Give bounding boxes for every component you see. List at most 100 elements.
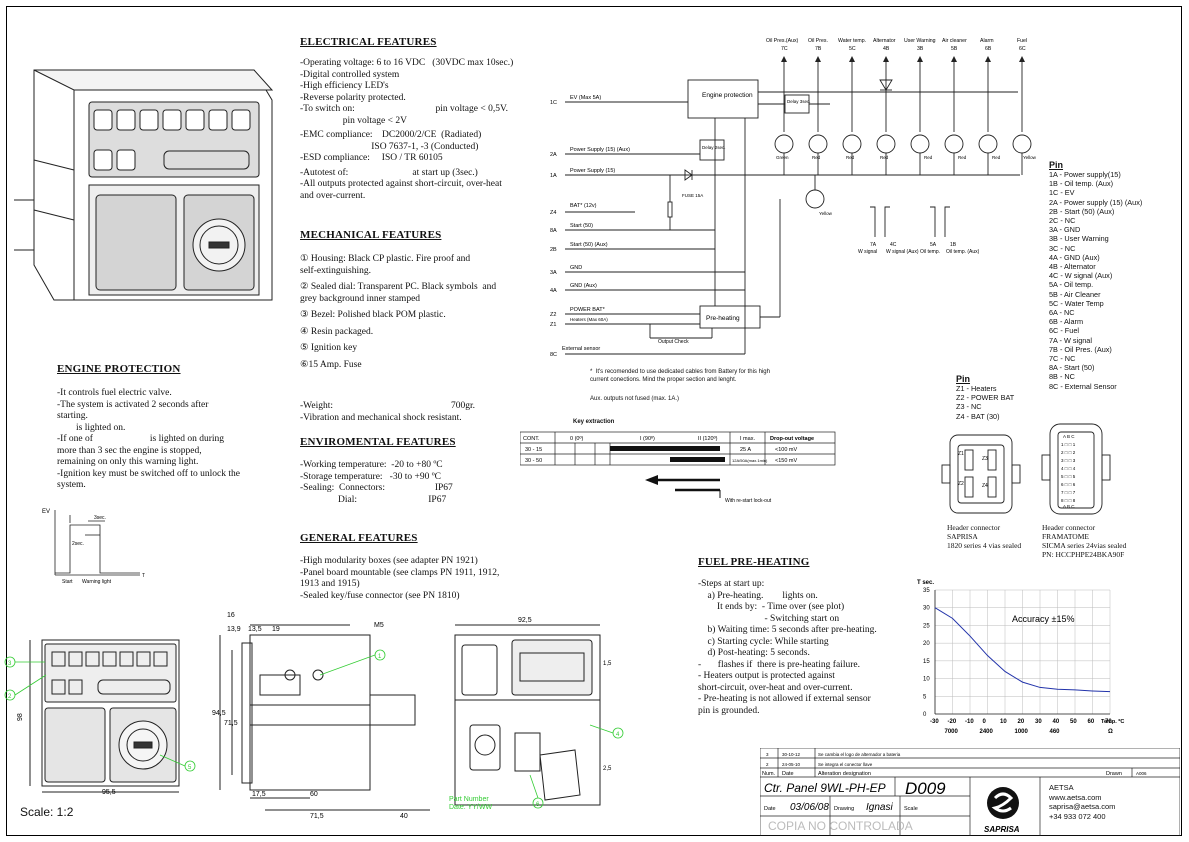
plot-ylabel: T sec. xyxy=(917,580,934,586)
electrical-line: pin voltage < 2V xyxy=(300,115,407,126)
pin-item: 2B - Start (50) (Aux) xyxy=(1049,206,1115,216)
left-pin-label: Power Supply (15) (Aux) xyxy=(570,147,630,153)
lamp-color: Red xyxy=(958,155,967,160)
key-row-imax: 12A/50A(max.1min) xyxy=(732,458,768,463)
top-label: Fuel xyxy=(1017,38,1027,44)
side-dim: 71,5 xyxy=(310,813,324,820)
side-dim: 71,5 xyxy=(224,720,238,727)
z-pin-list: Z1 - Heaters Z2 - POWER BAT Z3 - NC Z4 -… xyxy=(956,384,1014,421)
top-pin: 6C xyxy=(1019,46,1026,52)
saprisa-logo: SAPRISA xyxy=(984,787,1020,834)
svg-text:4: 4 xyxy=(616,732,620,738)
signal-pin: 1B xyxy=(950,242,957,248)
product-name: Ctr. Panel 9WL-PH-EP xyxy=(764,781,886,795)
preheating-line: a) Pre-heating. lights on. xyxy=(698,590,818,601)
plot-xtick: -20 xyxy=(948,719,957,725)
pin-item: 4A - GND (Aux) xyxy=(1049,252,1100,262)
environmental-line: -Sealing: Connectors: IP67 xyxy=(300,483,453,493)
top-label: Oil Pres.(Aux) xyxy=(766,38,799,44)
front-view-drawing: 325 98 95,5 xyxy=(4,639,196,796)
svg-text:3 □ □ 3: 3 □ □ 3 xyxy=(1061,458,1076,463)
z-pin-item: Z4 - BAT (30) xyxy=(956,411,1000,421)
timing-3sec-label: 3sec. xyxy=(94,515,106,521)
environmental-title: ENVIROMENTAL FEATURES xyxy=(300,436,456,448)
environmental-line: Dial: IP67 xyxy=(300,494,447,505)
plot-ohm-tick: 1000 xyxy=(1015,729,1029,735)
key-row-cont: 30 - 15 xyxy=(525,447,542,453)
engine-protection-list: -It controls fuel electric valve. -The s… xyxy=(57,388,240,492)
engine-protection-line: -The system is activated 2 seconds after xyxy=(57,399,209,410)
plot-ohm-tick: 460 xyxy=(1050,729,1061,735)
electrical-line: -Autotest of: at start up (3sec.) xyxy=(300,167,478,178)
preheating-curve xyxy=(934,607,1111,693)
key-header: II (120º) xyxy=(698,435,718,442)
preheating-list: -Steps at start up: a) Pre-heating. ligh… xyxy=(698,579,877,717)
timing-start-label: Start xyxy=(62,579,73,585)
plot-xtick: 40 xyxy=(1053,719,1060,725)
mechanical-line: self-extinguishing. xyxy=(300,265,371,276)
key-row-drop: <100 mV xyxy=(775,447,797,453)
plot-ytick: 5 xyxy=(923,694,927,700)
plot-xtick: 0 xyxy=(983,719,987,725)
preheating-line: -Steps at start up: xyxy=(698,579,765,589)
preheating-line: pin is grounded. xyxy=(698,705,760,716)
plot-xtick: 60 xyxy=(1088,719,1095,725)
key-row-imax: 25 A xyxy=(740,447,751,453)
svg-text:A B C: A B C xyxy=(1063,504,1075,509)
mechanical-line: ② Sealed dial: Transparent PC. Black sym… xyxy=(300,282,497,292)
key-header: I max. xyxy=(740,436,755,442)
preheating-line: It ends by: - Time over (see plot) xyxy=(698,602,845,612)
side-dim: 94,5 xyxy=(212,710,226,717)
back-dim: 92,5 xyxy=(518,617,532,624)
key-header: Drop-out voltage xyxy=(770,436,814,442)
plot-ytick: 20 xyxy=(923,641,930,647)
pin-item: 8B - NC xyxy=(1049,372,1075,382)
key-row-cont: 30 - 50 xyxy=(525,458,542,464)
pin-item: 5B - Air Cleaner xyxy=(1049,289,1101,299)
left-pin: 3A xyxy=(550,270,557,276)
left-pin-label: EV (Max 5A) xyxy=(570,95,601,101)
part-number-label: Part Number Date: YY/WW xyxy=(449,796,493,811)
pin-item: 1B - Oil temp. (Aux) xyxy=(1049,179,1114,189)
pin-item: 7C - NC xyxy=(1049,354,1076,364)
general-features-list: -High modularity boxes (see adapter PN 1… xyxy=(300,556,499,602)
delay-3sec-label: Delay 3sec. xyxy=(787,99,811,104)
mechanical-features-title: MECHANICAL FEATURES xyxy=(300,229,442,241)
plot-ytick: 25 xyxy=(923,623,930,629)
ev-timing-diagram: EV 3sec. 2sec. Start Warning light T xyxy=(42,509,145,585)
plot-ytick: 10 xyxy=(923,677,930,683)
engine-protection-title: ENGINE PROTECTION xyxy=(57,363,181,375)
electrical-features-list: -Operating voltage: 6 to 16 VDC (30VDC m… xyxy=(300,58,513,202)
electrical-line: -Digital controlled system xyxy=(300,69,400,80)
pin-item: 6B - Alarm xyxy=(1049,317,1084,327)
revision-num: 2 xyxy=(766,762,769,767)
signal-pin: 7A xyxy=(870,242,877,248)
drawing-label: Drawing xyxy=(834,806,854,812)
aux-note: Aux. outputs not fused (max. 1A.) xyxy=(590,396,680,402)
left-pin-label: External sensor xyxy=(562,346,600,352)
plot-xtick: -10 xyxy=(965,719,974,725)
side-view-drawing: 1 16 13,9 13,5 19 M5 94,5 71,5 17,5 60 7… xyxy=(212,612,430,820)
preheating-line: - Pre-heating is not allowed if external… xyxy=(698,694,871,704)
svg-text:5: 5 xyxy=(188,765,192,771)
electrical-line: -Operating voltage: 6 to 16 VDC (30VDC m… xyxy=(300,58,514,68)
timing-t-label: T xyxy=(142,573,145,579)
wiring-schematic: Oil Pres.(Aux) 7C Oil Pres. 7B Water tem… xyxy=(550,38,1037,358)
delay-2sec-box xyxy=(699,139,725,161)
pin-title: Pin xyxy=(1049,160,1064,170)
mechanical-line: ⑤ Ignition key xyxy=(300,343,358,353)
delay-2sec-label: Delay 2sec. xyxy=(702,145,726,150)
drawing-author: Ignasi xyxy=(866,802,893,813)
top-label: Oil Pres. xyxy=(808,38,828,44)
left-pin-label: Power Supply (15) xyxy=(570,168,615,174)
z-pin-item: Z3 - NC xyxy=(956,402,982,412)
lamp-color: Red xyxy=(812,155,821,160)
left-pin: Z2 xyxy=(550,312,556,318)
timing-ev-label: EV xyxy=(42,509,50,515)
engine-protection-line: remaining on only this warning light. xyxy=(57,457,199,467)
revision-header-num: Num. xyxy=(762,771,776,777)
back-view-drawing: 46 92,5 1,5 2,5 xyxy=(454,617,624,809)
general-line: 1913 and 1915) xyxy=(300,579,360,589)
plot-ohm-unit: Ω xyxy=(1108,729,1113,735)
